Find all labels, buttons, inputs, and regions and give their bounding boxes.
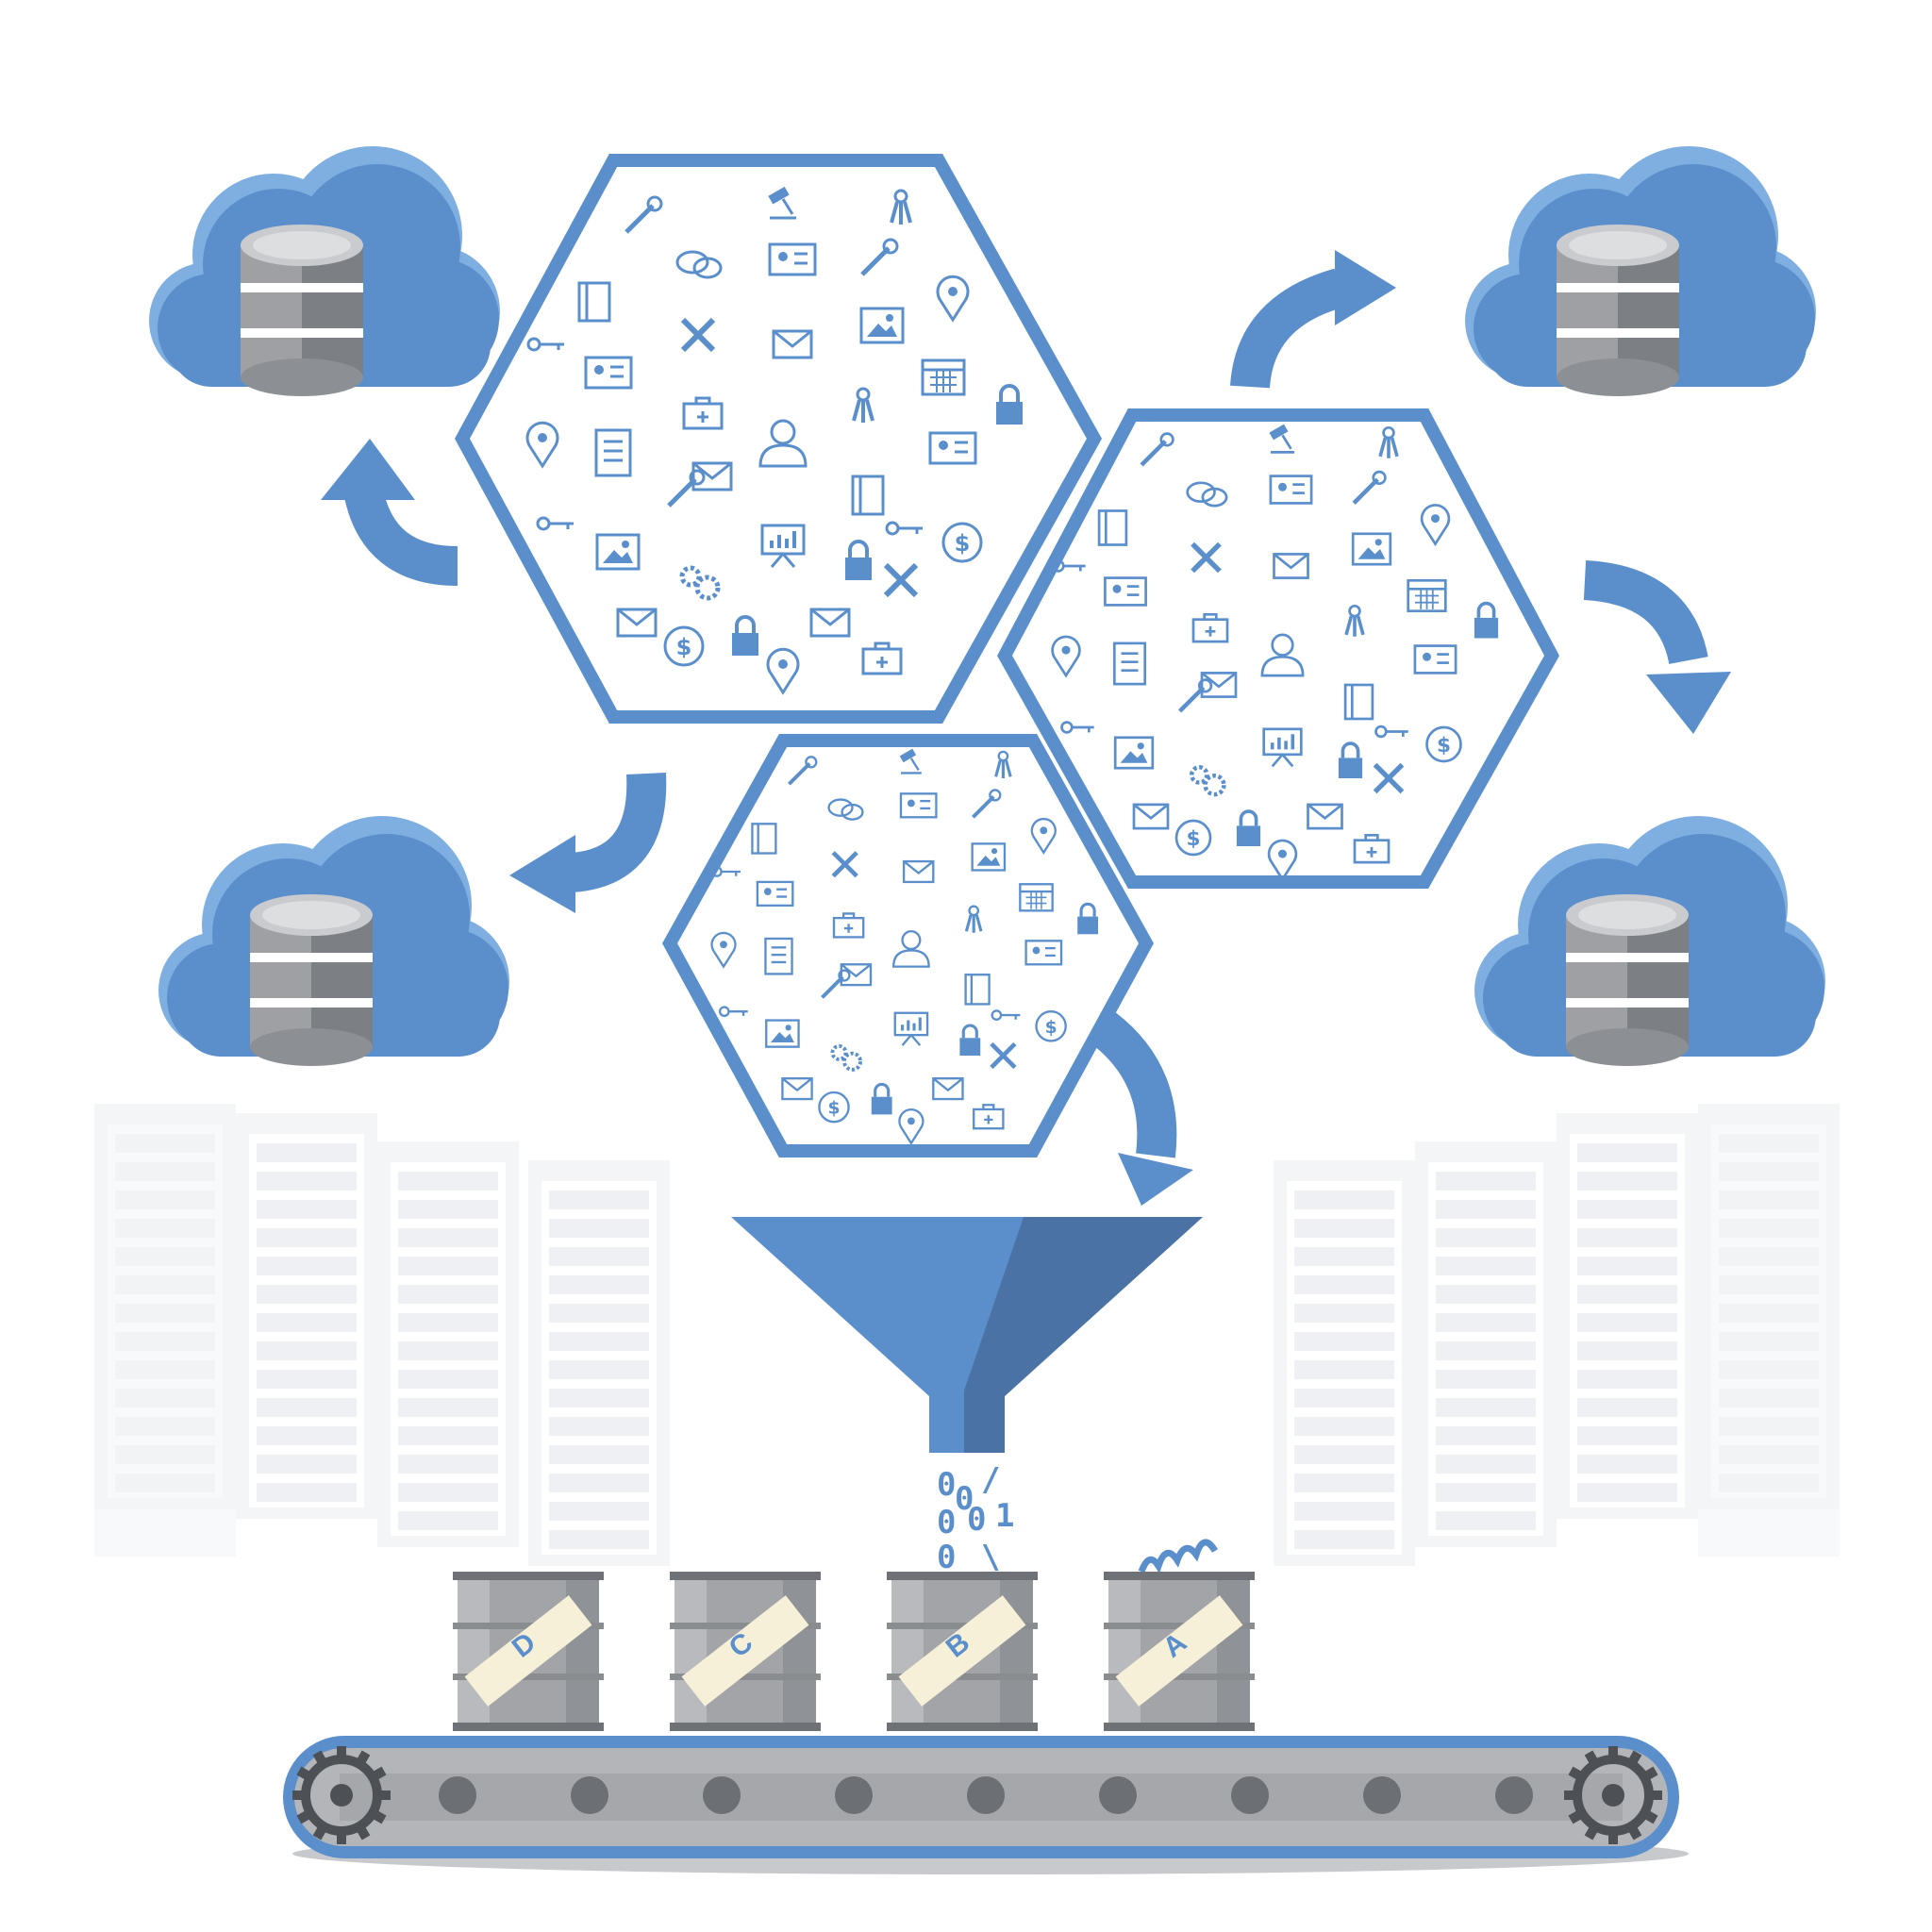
binary-digit: 0 (937, 1466, 956, 1504)
conveyor-belt (283, 1736, 1689, 1874)
binary-digit: 0 (967, 1501, 986, 1539)
barrel-d: D (453, 1572, 604, 1731)
binary-digit: 0 (955, 1480, 974, 1518)
arrow-to-cloud-mid-left (509, 772, 667, 913)
cloud-database-icon (149, 146, 500, 396)
funnel (731, 1217, 1203, 1453)
data-hexagon-right (997, 408, 1559, 889)
binary-heap-icon (1138, 1539, 1219, 1574)
server-racks-left (94, 1104, 670, 1566)
arrow-to-funnel (1091, 1012, 1193, 1206)
cloud-database-icon (158, 816, 509, 1066)
barrel-c: C (670, 1572, 821, 1731)
server-racks-right (1274, 1104, 1840, 1566)
binary-digit: 0 (937, 1539, 956, 1576)
binary-digit: 0 (937, 1504, 956, 1541)
arrow-to-cloud-top-right (1230, 250, 1396, 390)
arrow-to-cloud-mid-right (1583, 560, 1731, 734)
binary-digit: / (981, 1461, 1000, 1499)
cloud-database-icon (1465, 146, 1816, 396)
cloud-database-icon (1474, 816, 1825, 1066)
arrow-to-cloud-top-left (321, 439, 458, 586)
data-hexagon-large (455, 154, 1103, 724)
barrel-a: A (1104, 1539, 1255, 1731)
binary-digit: 1 (995, 1497, 1014, 1535)
barrel-b: B (887, 1572, 1038, 1731)
binary-digit: \ (981, 1539, 1000, 1576)
binary-stream: 0 / 0 0 1 0 0 \ (937, 1461, 1014, 1576)
data-hexagon-bottom (662, 734, 1154, 1158)
